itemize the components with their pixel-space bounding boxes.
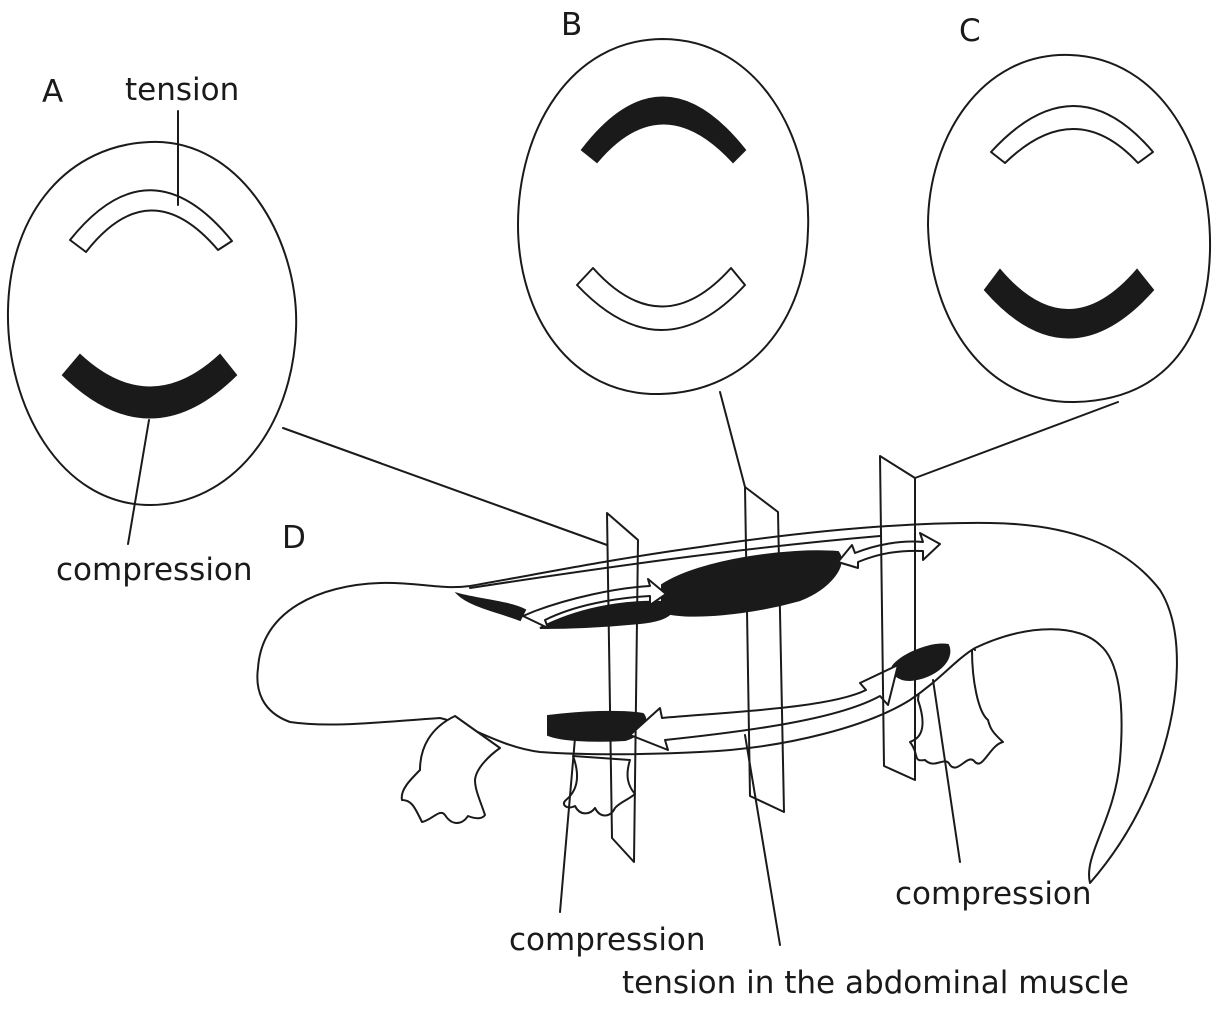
section-b-dorsal-band bbox=[582, 98, 745, 163]
panel-a-letter: A bbox=[42, 74, 63, 110]
cross-section-c bbox=[928, 55, 1210, 402]
compression-label-hind: compression bbox=[895, 876, 1092, 912]
section-a-ventral-band-compression bbox=[63, 355, 236, 418]
cross-section-b bbox=[518, 39, 808, 394]
compression-label-front: compression bbox=[509, 922, 706, 958]
compression-leader-line-a bbox=[128, 420, 149, 544]
panel-b-letter: B bbox=[561, 7, 582, 43]
cross-section-a bbox=[8, 111, 296, 544]
salamander bbox=[257, 523, 1177, 883]
section-b-outline bbox=[518, 39, 808, 394]
panel-c-letter: C bbox=[959, 13, 981, 49]
section-c-dorsal-band-tension bbox=[991, 106, 1153, 163]
connector-b bbox=[720, 392, 745, 487]
section-c-ventral-band-compression bbox=[985, 270, 1153, 338]
front-shoulder-mass bbox=[548, 712, 645, 741]
section-a-dorsal-band-tension bbox=[70, 190, 232, 252]
connector-a bbox=[283, 428, 607, 545]
section-b-ventral-band bbox=[577, 268, 745, 330]
abdominal-tension-label: tension in the abdominal muscle bbox=[622, 965, 1129, 1001]
connector-c bbox=[915, 402, 1118, 478]
tension-label: tension bbox=[125, 72, 239, 108]
panel-d-letter: D bbox=[282, 520, 306, 556]
compression-leader-line-front bbox=[560, 738, 575, 912]
compression-label-a: compression bbox=[56, 552, 253, 588]
abdomen-leader-line bbox=[745, 735, 780, 945]
front-leg-2 bbox=[564, 756, 635, 816]
